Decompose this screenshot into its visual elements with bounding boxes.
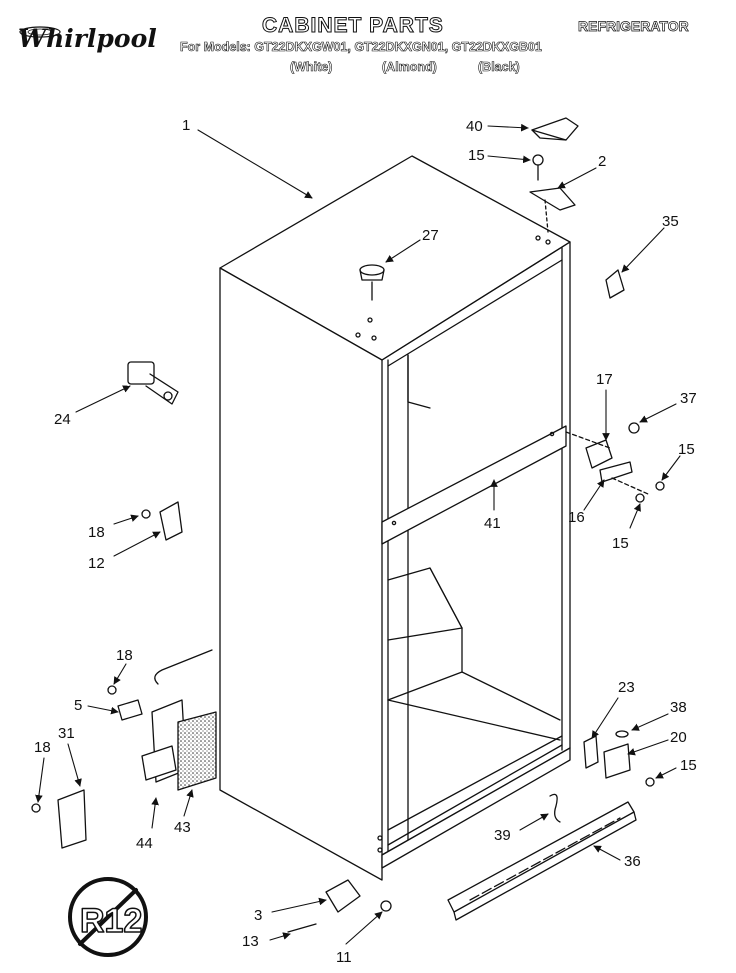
part-17-16-hinge <box>565 422 665 503</box>
callout-38: 38 <box>670 699 687 716</box>
callout-43: 43 <box>174 819 191 836</box>
part-40-cap <box>531 117 579 141</box>
models-line: For Models: GT22DKXGW01, GT22DKXGN01, GT… <box>180 40 542 55</box>
callout-16: 16 <box>568 509 585 526</box>
callout-40: 40 <box>466 118 483 135</box>
callout-41: 41 <box>484 515 501 532</box>
part-24-mount <box>127 361 179 405</box>
variant-white: (White) <box>290 60 333 75</box>
callout-1: 1 <box>182 117 190 134</box>
part-35-bracket <box>605 269 625 299</box>
callout-labels: 1 40 15 2 27 35 24 17 37 15 16 15 41 18 … <box>34 117 697 966</box>
part-15-screw-top <box>532 154 544 181</box>
part-31-cover <box>31 789 87 849</box>
callout-18-upper: 18 <box>88 524 105 541</box>
leader-arrows <box>35 123 681 945</box>
callout-15-lower: 15 <box>612 535 629 552</box>
page-title: CABINET PARTS <box>262 14 444 38</box>
part-44-bracket <box>141 699 187 783</box>
part-12-bracket <box>141 501 183 541</box>
callout-2: 2 <box>598 153 606 170</box>
cabinet-shell <box>219 155 571 881</box>
callout-15-top: 15 <box>468 147 485 164</box>
logo-swoosh <box>19 26 61 38</box>
r12-badge-label: R12 <box>80 902 142 940</box>
callout-15-bottom: 15 <box>680 757 697 774</box>
part-5-clip <box>107 649 213 721</box>
callout-13: 13 <box>242 933 259 950</box>
part-43-insulation <box>177 711 217 791</box>
part-39-clip <box>549 793 561 823</box>
callout-15-right: 15 <box>678 441 695 458</box>
callout-44: 44 <box>136 835 153 852</box>
callout-17: 17 <box>596 371 613 388</box>
callout-5: 5 <box>74 697 82 714</box>
callout-27: 27 <box>422 227 439 244</box>
callout-36: 36 <box>624 853 641 870</box>
callout-39: 39 <box>494 827 511 844</box>
callout-11: 11 <box>336 949 352 966</box>
part-27-plug <box>359 264 385 301</box>
callout-12: 12 <box>88 555 105 572</box>
callout-31: 31 <box>58 725 75 742</box>
part-3-leveler <box>287 879 392 933</box>
variant-almond: (Almond) <box>382 60 437 75</box>
part-36-grille <box>447 801 637 921</box>
part-2-hinge <box>529 187 576 233</box>
part-23-38-20-hinge <box>583 730 655 787</box>
callout-24: 24 <box>54 411 71 428</box>
callout-18-mid: 18 <box>116 647 133 664</box>
callout-18-lower: 18 <box>34 739 51 756</box>
callout-23: 23 <box>618 679 635 696</box>
callout-3: 3 <box>254 907 262 924</box>
category-label: REFRIGERATOR <box>578 18 689 35</box>
variant-black: (Black) <box>478 60 520 75</box>
callout-20: 20 <box>670 729 687 746</box>
r12-badge <box>68 877 148 957</box>
callout-37: 37 <box>680 390 697 407</box>
divider-bar <box>381 425 567 545</box>
callout-35: 35 <box>662 213 679 230</box>
